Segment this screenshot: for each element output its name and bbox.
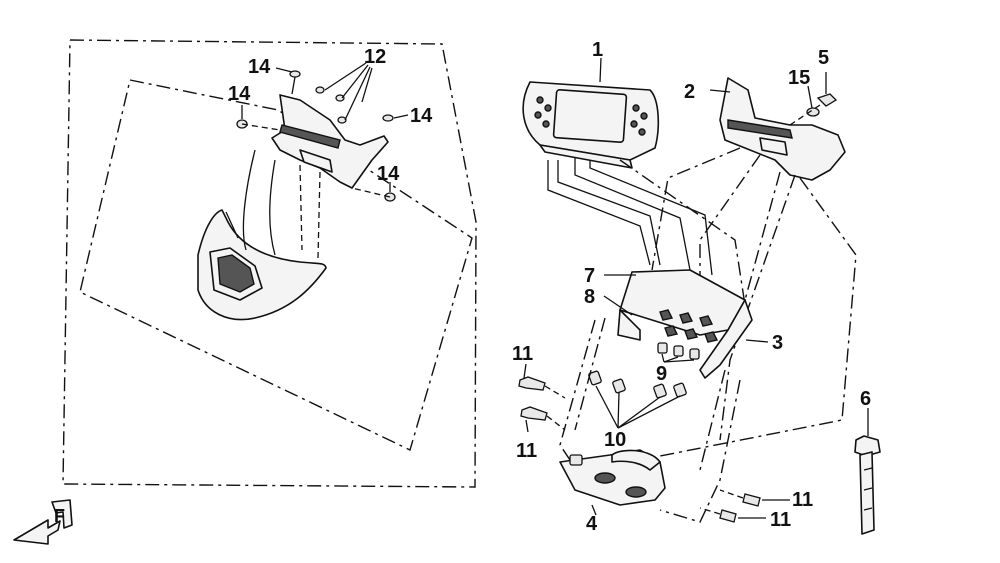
- bolt-5-part: [816, 72, 838, 107]
- left-bracket-part: [242, 94, 389, 259]
- callout-14-right: 14: [410, 105, 433, 127]
- washer-15-part: [806, 85, 820, 117]
- callout-14-left: 14: [228, 83, 251, 105]
- callout-11-right-upper: 11: [792, 489, 813, 511]
- front-cowl-part: [197, 209, 327, 321]
- callout-6: 6: [860, 388, 871, 410]
- front-letter: F: [54, 506, 65, 526]
- callout-7: 7: [584, 265, 595, 287]
- front-direction-arrow-icon: F: [13, 499, 73, 545]
- callout-11-right-lower: 11: [770, 509, 791, 531]
- bolts-11-part: [518, 363, 790, 523]
- upper-bracket-part: [719, 77, 846, 181]
- callout-4: 4: [586, 513, 598, 535]
- callout-12: 12: [364, 46, 386, 68]
- left-fasteners: [236, 70, 396, 202]
- callout-14-bottom: 14: [377, 163, 400, 185]
- callout-9: 9: [656, 363, 667, 385]
- callout-3: 3: [772, 332, 783, 354]
- left-subassembly-box: [62, 39, 477, 488]
- instrument-cluster-part: [522, 81, 660, 169]
- callout-14-top: 14: [248, 56, 271, 78]
- callout-5: 5: [818, 47, 829, 69]
- lower-plate-part: [559, 449, 666, 506]
- callout-10: 10: [604, 429, 626, 451]
- callout-2: 2: [684, 81, 695, 103]
- callout-1: 1: [592, 39, 603, 61]
- cable-tie-6-part: [854, 408, 881, 535]
- callout-8: 8: [584, 286, 595, 308]
- grommets-9-part: [657, 342, 700, 363]
- callout-15: 15: [788, 67, 810, 89]
- callout-11-lower-left: 11: [516, 440, 537, 462]
- collars-10-part: [588, 370, 687, 429]
- callout-11-upper-left: 11: [512, 343, 533, 365]
- mounting-bracket-part: [617, 269, 753, 379]
